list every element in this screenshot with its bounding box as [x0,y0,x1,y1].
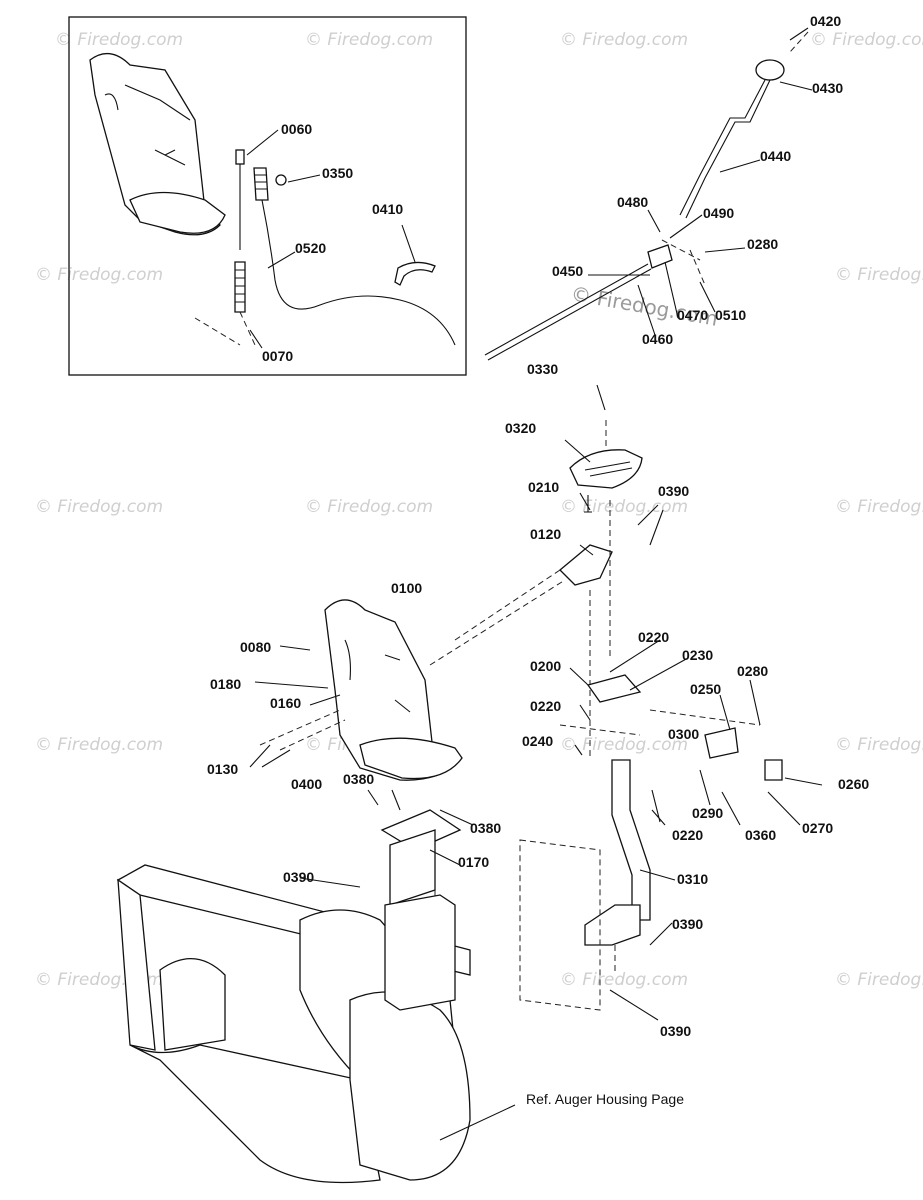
part-label: 0280 [737,663,768,679]
part-label: 0390 [672,916,703,932]
part-label: 0480 [617,194,648,210]
part-label: 0100 [391,580,422,596]
part-label: 0260 [838,776,869,792]
watermark: © Firedog.com [810,30,923,50]
part-label: 0270 [802,820,833,836]
part-label: 0510 [715,307,746,323]
watermark: © Firedog.com [55,30,183,50]
part-label: 0460 [642,331,673,347]
part-label: 0120 [530,526,561,542]
watermark: © Firedog.com [835,970,923,990]
shift-console-drawing [429,420,643,760]
watermark: © Firedog.com [305,497,433,517]
bracket-lever-drawing [559,674,783,975]
part-label: 0220 [672,827,703,843]
part-label: 0230 [682,647,713,663]
part-label: 0060 [281,121,312,137]
part-label: 0440 [760,148,791,164]
part-label: 0490 [703,205,734,221]
watermark: © Firedog.com [35,735,163,755]
chute-base-drawing [380,809,462,935]
part-label: 0520 [295,240,326,256]
inset-chute-drawing [89,53,226,236]
part-label: 0080 [240,639,271,655]
watermark: © Firedog.com [560,30,688,50]
part-label: 0220 [638,629,669,645]
part-label: 0160 [270,695,301,711]
part-label: 0450 [552,263,583,279]
part-label: 0210 [528,479,559,495]
watermark: © Firedog.com [560,497,688,517]
watermark: © Firedog.com [560,735,688,755]
part-label: 0300 [668,726,699,742]
part-label: 0380 [470,820,501,836]
watermarks: © Firedog.com © Firedog.com © Firedog.co… [35,30,923,990]
part-label: 0220 [530,698,561,714]
watermark: © Firedog.com [835,735,923,755]
inset-cable-drawing [194,149,456,346]
part-label: 0320 [505,420,536,436]
part-label: 0330 [527,361,558,377]
part-label: 0180 [210,676,241,692]
part-label: 0170 [458,854,489,870]
auger-housing-drawing [116,839,601,1184]
watermark: © Firedog.com [835,265,923,285]
part-label: 0390 [283,869,314,885]
part-label: 0470 [677,307,708,323]
part-label: 0290 [692,805,723,821]
part-label: 0420 [810,13,841,29]
part-label: 0310 [677,871,708,887]
part-labels: 0060 0350 0410 0520 0070 0420 0430 0440 … [207,13,869,1039]
part-label: 0070 [262,348,293,364]
watermark: © Firedog.com [835,497,923,517]
part-label: 0280 [747,236,778,252]
reference-note: Ref. Auger Housing Page [526,1091,684,1107]
part-label: 0380 [343,771,374,787]
part-label: 0360 [745,827,776,843]
chute-drawing [259,599,463,781]
part-label: 0410 [372,201,403,217]
leader-lines [246,27,823,1021]
watermark: © Firedog.com [35,497,163,517]
part-label: 0400 [291,776,322,792]
watermark: © Firedog.com [560,970,688,990]
part-label: 0130 [207,761,238,777]
part-label: 0430 [812,80,843,96]
shift-rod-drawing [484,31,809,361]
watermark: © Firedog.com [35,265,163,285]
inset-box [68,16,467,376]
part-label: 0200 [530,658,561,674]
part-label: 0240 [522,733,553,749]
watermark: © Firedog.com [305,30,433,50]
part-label: 0390 [660,1023,691,1039]
part-label: 0390 [658,483,689,499]
part-label: 0350 [322,165,353,181]
part-label: 0250 [690,681,721,697]
